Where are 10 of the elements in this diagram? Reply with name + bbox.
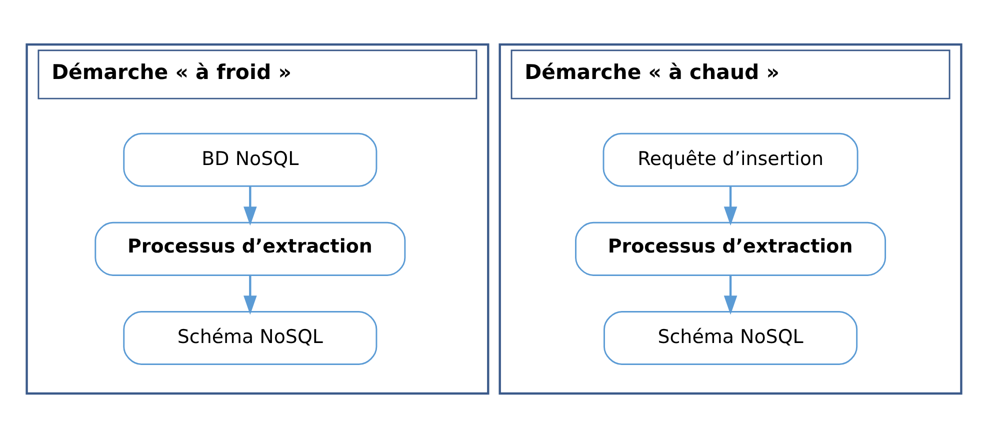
node-box: Schéma NoSQL [123,310,378,364]
node-box: Processus d’extraction [575,221,886,276]
node-box: Requête d’insertion [602,132,858,186]
arrow [244,274,257,314]
arrow [724,186,738,226]
node-box: Schéma NoSQL [604,310,858,364]
arrow [724,274,738,314]
node-box: Processus d’extraction [94,221,406,276]
arrow [244,186,257,226]
node-box: BD NoSQL [123,132,378,186]
